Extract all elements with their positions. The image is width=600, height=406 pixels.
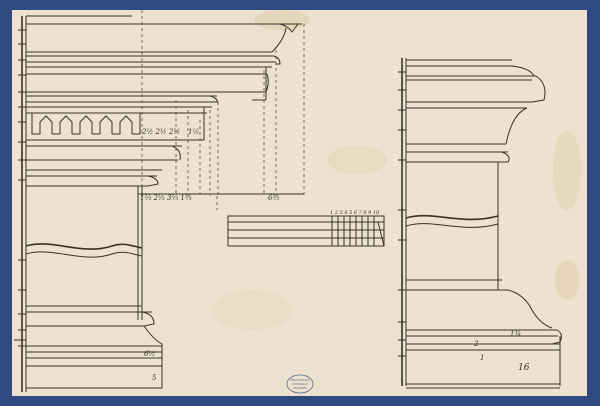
stamp-line-1: BIBLIOTHEQUE — [290, 378, 310, 382]
stamp-line-2: NATIONALE — [293, 382, 308, 386]
dentil-dimension-end: 1½ — [188, 128, 199, 136]
library-stamp: BIBLIOTHEQUE NATIONALE ESTAMPES — [286, 374, 314, 394]
dentil-dimensions: 2½ 2½ 2½ — [141, 128, 180, 136]
left-scale-ticks — [18, 29, 26, 347]
paper-stains — [212, 10, 581, 330]
base-dimension-right: 1¾ — [510, 330, 521, 338]
scale-numbers: 1 2 3 4 5 6 7 8 9 10 — [330, 210, 380, 216]
base-dimension-right-c: 1 — [480, 354, 484, 362]
dentil-row — [31, 113, 141, 135]
baseline-dimensions: 1⅔ 2⅔ 3⅔ 1⅔ — [140, 194, 192, 202]
plinth-dimension: 5 — [152, 374, 157, 382]
plinth-dimension-right: 16 — [518, 363, 530, 373]
right-pedestal-profile: 1¾ 2 1 16 — [398, 58, 562, 389]
scale-bar: 1 2 3 4 5 6 7 8 9 10 — [227, 210, 385, 247]
baseline-dimension-end: 6⅔ — [268, 194, 279, 202]
base-dimension-right-b: 2 — [473, 340, 479, 348]
base-dimension: 6½ — [144, 350, 155, 358]
drawing-sheet: 2½ 2½ 2½ 1½ 1⅔ 2⅔ 3⅔ 1⅔ 6⅔ — [12, 10, 587, 396]
left-column-elevation: 2½ 2½ 2½ 1½ 1⅔ 2⅔ 3⅔ 1⅔ 6⅔ — [14, 10, 305, 392]
stamp-line-3: ESTAMPES — [293, 386, 307, 390]
architectural-elevation-drawing: 2½ 2½ 2½ 1½ 1⅔ 2⅔ 3⅔ 1⅔ 6⅔ — [14, 10, 581, 394]
right-scale-ticks — [398, 71, 406, 357]
